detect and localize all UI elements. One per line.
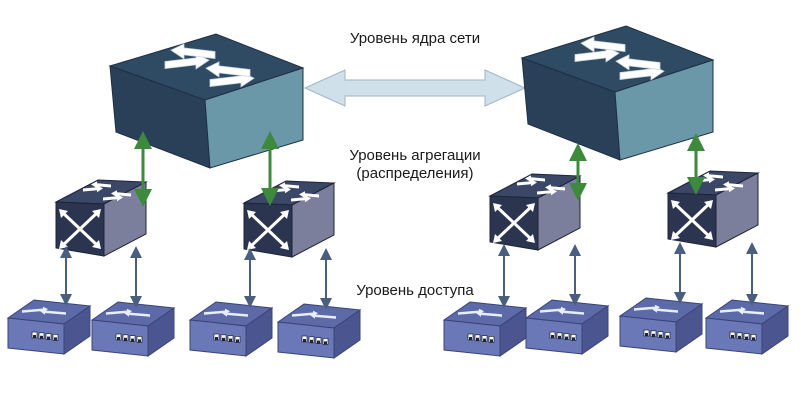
switch-arrows-icon bbox=[517, 175, 565, 196]
switch-arrows-icon bbox=[292, 310, 336, 319]
access-switch-side bbox=[761, 305, 789, 355]
ports-icon bbox=[467, 333, 495, 343]
crossover-arrows-icon bbox=[247, 210, 289, 250]
switch-arrows-icon bbox=[22, 306, 66, 315]
access-level-label: Уровень доступа bbox=[356, 282, 474, 299]
access-switch bbox=[704, 299, 790, 355]
aggregation-switch-3 bbox=[488, 173, 582, 251]
switch-arrows-icon bbox=[574, 36, 665, 81]
switch-arrows-icon bbox=[83, 181, 131, 202]
aggregation-level-label: Уровень агрегации (распределения) bbox=[315, 147, 515, 183]
access-switch-side bbox=[333, 309, 361, 359]
access-switch bbox=[188, 301, 274, 357]
switch-arrows-icon bbox=[540, 306, 584, 315]
switch-arrows-icon bbox=[720, 306, 764, 315]
core-interconnect-arrow bbox=[303, 69, 527, 107]
switch-arrows-icon bbox=[164, 43, 255, 88]
access-switch bbox=[276, 303, 362, 359]
aggregation-level-subtitle: (распределения) bbox=[356, 165, 474, 182]
access-switch-side bbox=[245, 307, 273, 357]
switch-arrows-icon bbox=[458, 308, 502, 317]
crossover-arrows-icon bbox=[59, 209, 101, 249]
access-switch bbox=[524, 299, 610, 355]
ports-icon bbox=[643, 329, 671, 339]
access-switch bbox=[618, 297, 704, 353]
aggregation-switches bbox=[54, 170, 760, 258]
switch-arrows-icon bbox=[204, 308, 248, 317]
ports-icon bbox=[115, 333, 143, 343]
access-switch-side bbox=[675, 303, 703, 353]
access-switch bbox=[90, 301, 176, 357]
access-switch-side bbox=[63, 305, 91, 355]
core-switch-left bbox=[108, 33, 305, 169]
ports-icon bbox=[729, 331, 757, 341]
switch-arrows-icon bbox=[106, 308, 150, 317]
access-switches bbox=[6, 297, 790, 359]
ports-icon bbox=[31, 331, 59, 341]
aggregation-switch-1 bbox=[54, 179, 148, 257]
access-switch bbox=[6, 299, 92, 355]
ports-icon bbox=[213, 333, 241, 343]
access-switch-side bbox=[581, 305, 609, 355]
agg-switch-side bbox=[291, 182, 335, 258]
core-switch-right bbox=[520, 25, 715, 161]
aggregation-switch-2 bbox=[242, 180, 336, 258]
links bbox=[60, 131, 758, 310]
aggregation-switch-4 bbox=[666, 170, 760, 248]
agg-switch-side bbox=[715, 172, 759, 248]
crossover-arrows-icon bbox=[671, 200, 713, 240]
ports-icon bbox=[301, 335, 329, 345]
core-level-label: Уровень ядра сети bbox=[349, 30, 481, 47]
aggregation-level-title: Уровень агрегации bbox=[349, 147, 481, 164]
ports-icon bbox=[549, 331, 577, 341]
access-switch bbox=[442, 301, 528, 357]
access-switch-side bbox=[147, 307, 175, 357]
switch-arrows-icon bbox=[634, 304, 678, 313]
crossover-arrows-icon bbox=[493, 203, 535, 243]
